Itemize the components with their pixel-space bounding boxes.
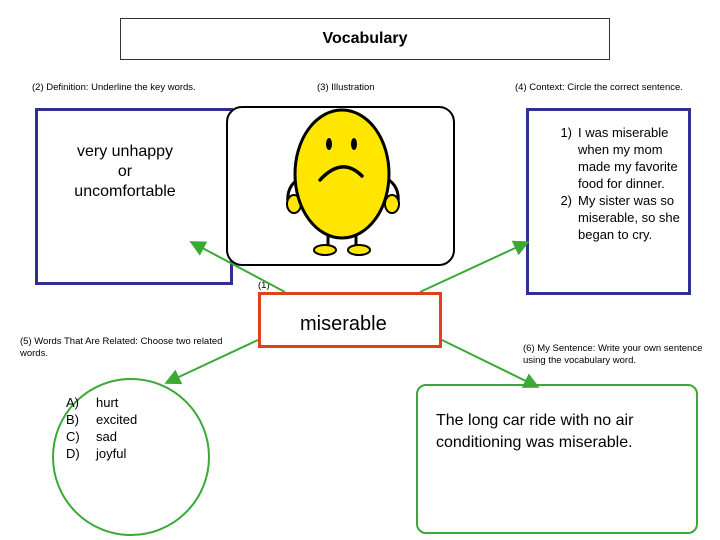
- illustration-label: (3) Illustration: [317, 82, 375, 93]
- related-words-circle: [52, 378, 210, 536]
- context-sentence-2[interactable]: 2) My sister was so miserable, so she be…: [536, 192, 686, 243]
- related-option-b[interactable]: B) excited: [66, 411, 137, 428]
- page-title: Vocabulary: [322, 30, 408, 47]
- arrow-to-definition: [189, 241, 286, 293]
- related-label: (5) Words That Are Related: Choose two r…: [20, 336, 223, 359]
- definition-line-2: or: [117, 163, 133, 180]
- definition-line-3: uncomfortable: [74, 183, 176, 200]
- arrow-to-context: [419, 240, 530, 293]
- arrow-to-related: [164, 339, 259, 385]
- context-sentence-1[interactable]: 1) I was miserable when my mom made my f…: [536, 124, 686, 192]
- context-box[interactable]: [526, 108, 691, 295]
- context-text: My sister was so miserable, so she began…: [578, 193, 680, 242]
- definition-label: (2) Definition: Underline the key words.: [32, 82, 196, 93]
- context-number: 2): [560, 193, 572, 208]
- context-label: (4) Context: Circle the correct sentence…: [515, 82, 683, 93]
- arrow-to-sentence: [441, 339, 540, 388]
- word-label: (1): [258, 280, 270, 291]
- sad-character-icon: [286, 108, 400, 256]
- related-option-a[interactable]: A) hurt: [66, 394, 137, 411]
- option-word: excited: [96, 412, 138, 427]
- related-option-d[interactable]: D) joyful: [66, 445, 137, 462]
- context-sentence-list: 1) I was miserable when my mom made my f…: [536, 124, 686, 243]
- option-word: joyful: [96, 446, 127, 461]
- option-letter: C): [66, 429, 80, 444]
- title-box: Vocabulary: [120, 18, 610, 60]
- option-letter: D): [66, 446, 80, 461]
- option-letter: B): [66, 412, 79, 427]
- context-number: 1): [560, 125, 572, 140]
- definition-text: very unhappy or uncomfortable: [40, 142, 210, 202]
- related-words-list: A) hurt B) excited C) sad D) joyful: [66, 394, 137, 462]
- related-option-c[interactable]: C) sad: [66, 428, 137, 445]
- sentence-box[interactable]: [416, 384, 698, 534]
- vocab-word: miserable: [300, 313, 387, 335]
- context-text: I was miserable when my mom made my favo…: [578, 125, 678, 191]
- sentence-label: (6) My Sentence: Write your own sentence…: [523, 343, 703, 366]
- option-letter: A): [66, 395, 79, 410]
- my-sentence: The long car ride with no air conditioni…: [436, 412, 634, 451]
- vocab-word-box: [258, 292, 442, 348]
- option-word: sad: [96, 429, 117, 444]
- definition-line-1: very unhappy: [76, 143, 174, 160]
- illustration-box: [226, 106, 455, 266]
- option-word: hurt: [96, 395, 119, 410]
